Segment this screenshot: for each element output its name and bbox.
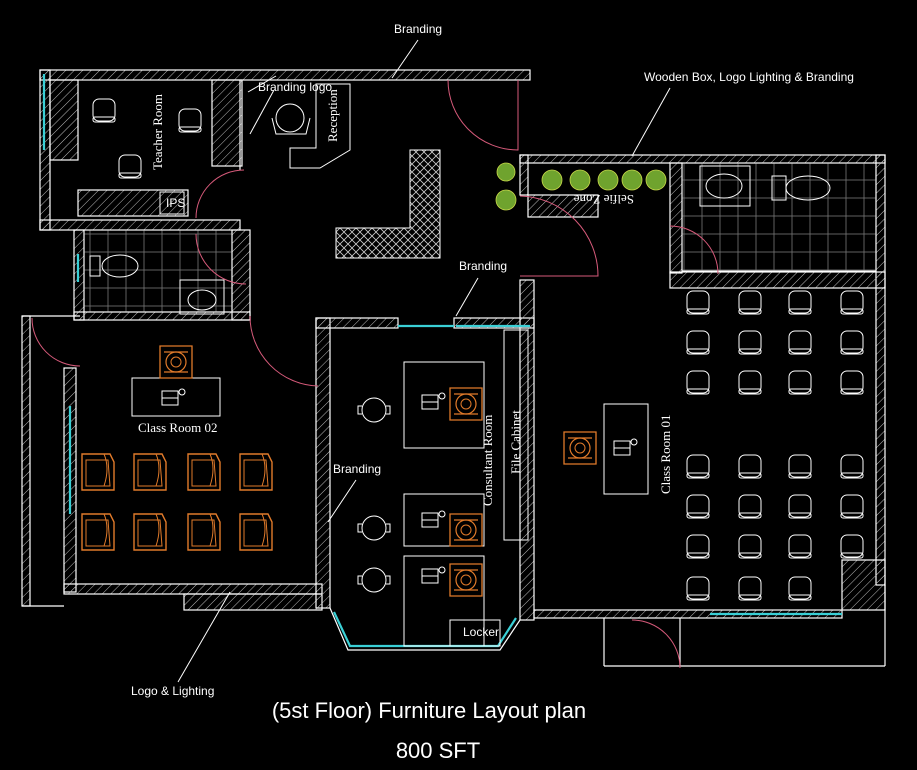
teacher-room-label: Teacher Room — [150, 94, 165, 170]
walls — [21, 69, 886, 667]
toilet-tiles-right — [681, 162, 877, 272]
wooden-box-label: Wooden Box, Logo Lighting & Branding — [644, 70, 854, 84]
ips-label: IPS — [166, 196, 185, 210]
selfie-zone-label: Selfie Zone — [573, 192, 634, 207]
l-shaped-counter — [335, 149, 441, 259]
student-chairs — [686, 290, 864, 601]
class-room-02: Class Room 02 — [81, 345, 273, 551]
logo-lighting-label: Logo & Lighting — [131, 684, 214, 698]
consultant-room: Locker Consultant Room File Cabinet — [357, 329, 529, 647]
glazing — [42, 74, 842, 616]
file-cabinet-label: File Cabinet — [508, 410, 523, 474]
selfie-zone: Selfie Zone — [495, 162, 667, 211]
plan-title: (5st Floor) Furniture Layout plan — [272, 698, 586, 723]
washroom-left — [89, 254, 225, 315]
reception-area: Branding logo Reception — [258, 80, 351, 169]
class-room-01: Class Room 01 — [563, 290, 864, 601]
class-room-01-label: Class Room 01 — [658, 415, 673, 494]
washroom-right — [699, 165, 831, 207]
branding-left-label: Branding — [333, 462, 381, 476]
branding-mid-label: Branding — [459, 259, 507, 273]
branding-top-label: Branding — [394, 22, 442, 36]
consultant-room-label: Consultant Room — [480, 415, 495, 506]
plan-area: 800 SFT — [396, 738, 480, 763]
class-room-02-label: Class Room 02 — [138, 420, 217, 435]
locker-label: Locker — [463, 625, 499, 639]
toilet-tiles-left — [83, 229, 233, 313]
teacher-room: IPS Teacher Room — [92, 94, 202, 215]
branding-logo-label: Branding logo — [258, 80, 332, 94]
reception-label: Reception — [325, 89, 340, 142]
doors — [31, 79, 719, 669]
annotations: Branding Wooden Box, Logo Lighting & Bra… — [131, 22, 854, 698]
